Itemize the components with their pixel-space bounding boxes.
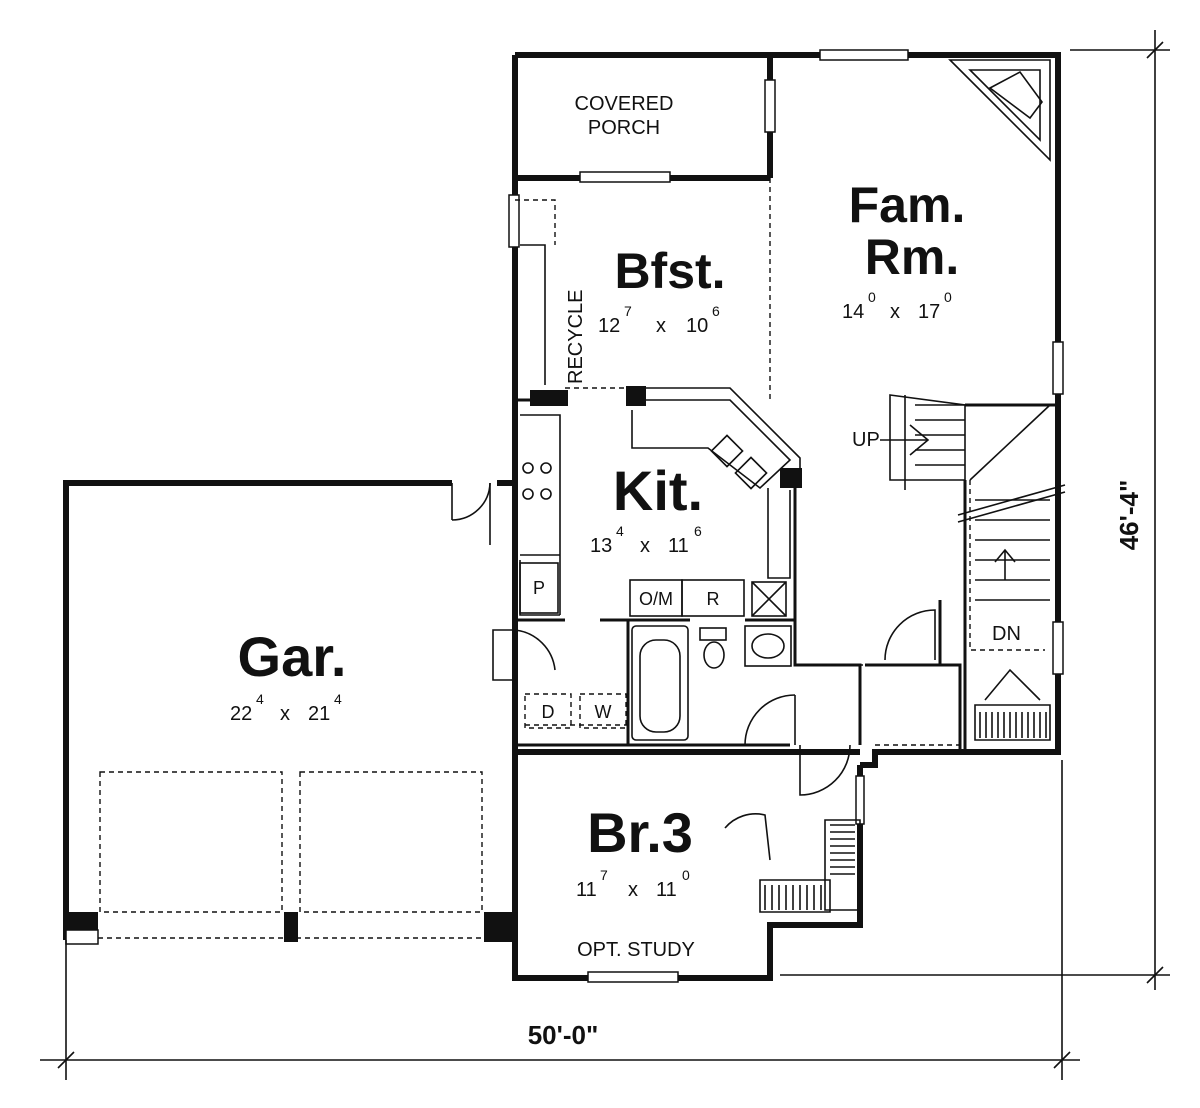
pantry-label: P bbox=[533, 578, 545, 598]
breakfast-label: Bfst. bbox=[614, 243, 725, 299]
porch-label-line2: PORCH bbox=[588, 117, 660, 139]
kitchen-fixtures bbox=[519, 244, 801, 617]
garage-depth-in: 4 bbox=[334, 691, 342, 707]
recycle-label: RECYCLE bbox=[565, 290, 587, 384]
breakfast-width-in: 7 bbox=[624, 303, 632, 319]
bedroom3-dimensions: 11 7 x 11 0 bbox=[576, 867, 690, 901]
kitchen-sep: x bbox=[640, 535, 650, 557]
kitchen-label: Kit. bbox=[613, 459, 703, 522]
family-width-ft: 14 bbox=[842, 301, 864, 323]
family-room-dimensions: 14 0 x 17 0 bbox=[842, 289, 952, 323]
column-blocks bbox=[66, 386, 802, 942]
washer-label: W bbox=[595, 702, 612, 722]
bedroom3-depth-in: 0 bbox=[682, 867, 690, 883]
bedroom3-label: Br.3 bbox=[587, 801, 693, 864]
family-depth-in: 0 bbox=[944, 289, 952, 305]
dimension-lines bbox=[40, 30, 1170, 1080]
garage-depth-ft: 21 bbox=[308, 703, 330, 725]
garage-dimensions: 22 4 x 21 4 bbox=[230, 691, 342, 725]
porch-label-line1: COVERED bbox=[575, 93, 674, 115]
kitchen-width-in: 4 bbox=[616, 523, 624, 539]
dashed-openings bbox=[515, 178, 1045, 746]
stairs bbox=[759, 394, 1066, 913]
garage-width-in: 4 bbox=[256, 691, 264, 707]
overall-depth-label: 46'-4" bbox=[1114, 480, 1144, 551]
oven-micro-label: O/M bbox=[639, 589, 673, 609]
laundry bbox=[524, 693, 627, 729]
doors bbox=[451, 482, 1041, 861]
exterior-walls bbox=[63, 52, 1061, 981]
garage-sep: x bbox=[280, 703, 290, 725]
bedroom3-sep: x bbox=[628, 879, 638, 901]
breakfast-depth-in: 6 bbox=[712, 303, 720, 319]
family-room-label-line2: Rm. bbox=[865, 229, 959, 285]
breakfast-dimensions: 12 7 x 10 6 bbox=[598, 303, 720, 337]
dryer-label: D bbox=[542, 702, 555, 722]
garage-doors bbox=[98, 771, 484, 939]
stairs-up-label: UP bbox=[852, 429, 880, 451]
family-room-label-line1: Fam. bbox=[849, 177, 966, 233]
bedroom3-note: OPT. STUDY bbox=[577, 939, 695, 961]
room-labels: COVERED PORCH Bfst. 12 7 x 10 6 RECYCLE … bbox=[230, 93, 1144, 1050]
overall-width-label: 50'-0" bbox=[528, 1020, 599, 1050]
stairs-down-label: DN bbox=[992, 623, 1021, 645]
bath-fixtures bbox=[631, 625, 792, 741]
refrigerator-label: R bbox=[707, 589, 720, 609]
family-depth-ft: 17 bbox=[918, 301, 940, 323]
kitchen-width-ft: 13 bbox=[590, 535, 612, 557]
breakfast-depth-ft: 10 bbox=[686, 315, 708, 337]
garage-label: Gar. bbox=[238, 625, 347, 688]
kitchen-depth-in: 6 bbox=[694, 523, 702, 539]
bedroom3-depth-ft: 11 bbox=[656, 879, 677, 901]
interior-walls bbox=[515, 393, 1058, 752]
family-sep: x bbox=[890, 301, 900, 323]
breakfast-width-ft: 12 bbox=[598, 315, 620, 337]
breakfast-sep: x bbox=[656, 315, 666, 337]
fireplace bbox=[948, 59, 1051, 162]
family-width-in: 0 bbox=[868, 289, 876, 305]
bedroom3-width-in: 7 bbox=[600, 867, 608, 883]
bedroom3-width-ft: 11 bbox=[576, 879, 597, 901]
garage-width-ft: 22 bbox=[230, 703, 252, 725]
kitchen-depth-ft: 11 bbox=[668, 535, 689, 557]
kitchen-dimensions: 13 4 x 11 6 bbox=[590, 523, 702, 557]
